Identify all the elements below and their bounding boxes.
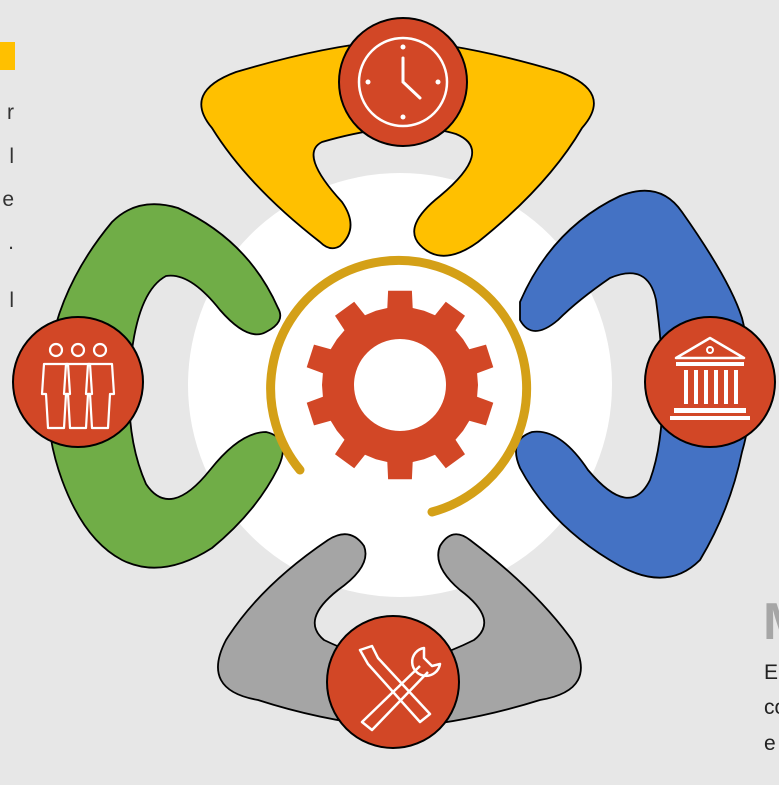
bank-building-icon — [644, 316, 776, 448]
left-arm — [45, 203, 284, 569]
bottom-arm — [217, 533, 582, 729]
right-text-fragment: e — [764, 732, 776, 755]
right-arm — [515, 189, 752, 579]
section-heading-fragment: M — [763, 596, 779, 648]
left-text-fragment: r — [7, 102, 14, 123]
right-text-fragment: E — [764, 661, 779, 684]
left-text-fragment: l — [9, 146, 14, 167]
left-text-fragment: l — [9, 290, 14, 311]
right-text-fragment: co — [764, 696, 779, 719]
top-arm — [200, 39, 595, 257]
left-text-fragment: . — [8, 232, 14, 253]
left-text-fragment: e — [2, 189, 14, 210]
clock-icon — [338, 17, 468, 147]
tools-icon — [326, 615, 460, 749]
people-group-icon — [12, 316, 144, 448]
center-disc — [188, 173, 612, 597]
accent-bar — [0, 42, 15, 70]
gold-ring — [266, 255, 532, 517]
gear-icon — [306, 290, 494, 480]
